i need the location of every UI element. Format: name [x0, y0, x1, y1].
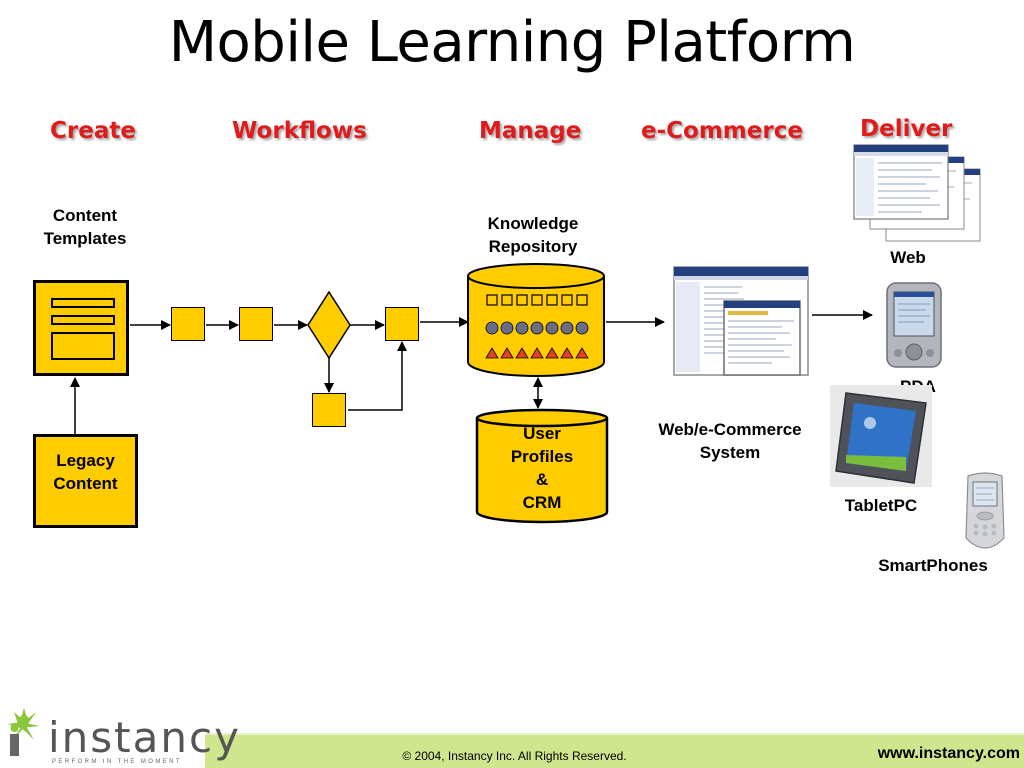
browser-window-front	[853, 144, 949, 220]
footer-bar	[205, 735, 1024, 768]
content-templates-box	[33, 280, 129, 376]
web-browser-image	[853, 144, 981, 242]
ecommerce-screenshot-image	[673, 266, 809, 376]
footer-stripe	[205, 733, 1024, 736]
workflow-step-3	[385, 307, 419, 341]
content-templates-label: Content Templates	[43, 206, 127, 248]
tabletpc-image	[830, 385, 932, 487]
stage-create: Create	[50, 118, 136, 144]
smartphone-image	[965, 472, 1005, 549]
stage-workflows: Workflows	[232, 118, 367, 144]
smartphones-label: SmartPhones	[878, 556, 988, 575]
slide-title: Mobile Learning Platform	[168, 10, 856, 75]
knowledge-repository-label: Knowledge Repository	[487, 214, 579, 256]
pda-image	[886, 282, 942, 368]
web-ecommerce-label: Web/e-Commerce System	[658, 420, 802, 462]
template-bar-2	[51, 315, 115, 325]
repository-circles	[485, 321, 589, 335]
tabletpc-label: TabletPC	[844, 496, 918, 515]
footer-url-link[interactable]: www.instancy.com	[877, 745, 1020, 762]
stage-deliver: Deliver	[860, 116, 953, 142]
workflow-step-2	[239, 307, 273, 341]
instancy-logo-text: instancy	[48, 713, 241, 762]
user-profiles-label: User Profiles & CRM	[510, 424, 574, 512]
arrow-loop-back	[348, 341, 407, 411]
repository-triangles	[485, 347, 589, 359]
repository-squares	[486, 294, 588, 306]
workflow-step-1	[171, 307, 205, 341]
knowledge-repository-cylinder	[467, 263, 605, 377]
instancy-logo-mark	[8, 708, 40, 756]
copyright-text: © 2004, Instancy Inc. All Rights Reserve…	[402, 749, 627, 763]
workflow-step-4	[312, 393, 346, 427]
stage-manage: Manage	[479, 118, 582, 144]
stage-ecommerce: e-Commerce	[641, 118, 803, 144]
template-bar-1	[51, 298, 115, 308]
workflow-decision	[307, 290, 351, 360]
legacy-content-box: Legacy Content	[33, 434, 138, 528]
user-profiles-cylinder	[475, 408, 609, 524]
web-label: Web	[890, 248, 926, 267]
template-block	[51, 332, 115, 360]
logo-tagline: PERFORM IN THE MOMENT	[52, 759, 182, 765]
